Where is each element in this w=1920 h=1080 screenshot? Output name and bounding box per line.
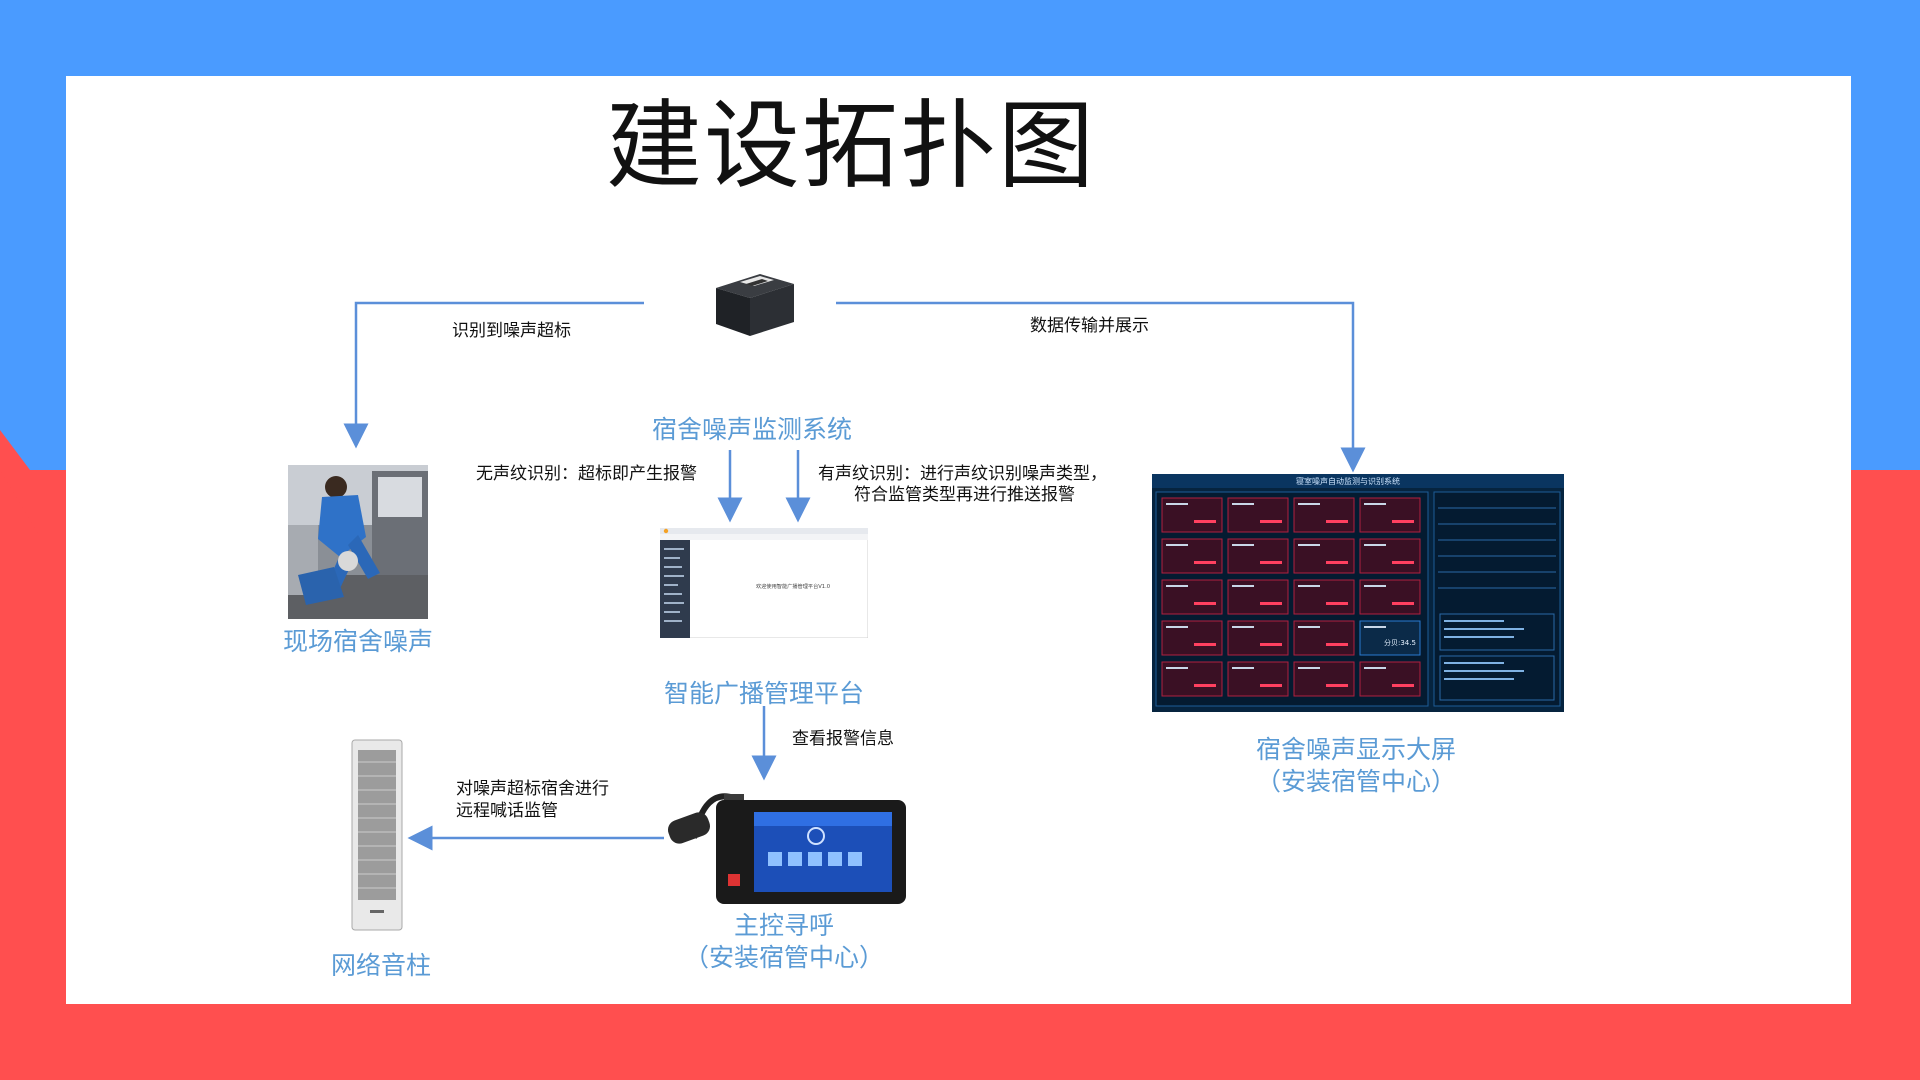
dashboard-room-tile-label <box>1166 503 1188 505</box>
dashboard-room-tile-label <box>1166 585 1188 587</box>
slide-title: 建设拓扑图 <box>606 90 1096 202</box>
node-paging-name-line1: 主控寻呼 <box>733 911 834 940</box>
dashboard-room-tile-label <box>1232 585 1254 587</box>
dashboard-room-tile-label <box>1232 503 1254 505</box>
node-onsite-name: 现场宿舍噪声 <box>282 627 433 656</box>
dashboard-room-tile-label <box>1364 503 1386 505</box>
dashboard-room-tile-label <box>1232 626 1254 628</box>
dashboard-room-tile-value <box>1194 561 1216 564</box>
dashboard-room-tile-value <box>1260 520 1282 523</box>
node-display-name-line2: （安装宿管中心） <box>1255 767 1456 796</box>
column-speaker-icon <box>351 739 403 931</box>
label-no-voiceprint: 无声纹识别：超标即产生报警 <box>476 464 697 484</box>
label-to-display: 数据传输并展示 <box>1030 316 1149 336</box>
dashboard-room-tile-value <box>1260 602 1282 605</box>
node-display-name-line1: 宿舍噪声显示大屏 <box>1255 735 1456 764</box>
node-paging-name-line2: （安装宿管中心） <box>683 943 884 972</box>
label-to-onsite: 识别到噪声超标 <box>452 321 571 341</box>
dashboard-room-tile-label <box>1232 544 1254 546</box>
display-screen-title: 寝室噪声自动监测与识别系统 <box>1296 476 1400 486</box>
dashboard-room-tile-value <box>1194 643 1216 646</box>
dashboard-room-tile-value <box>1194 684 1216 687</box>
dashboard-room-tile-value <box>1392 602 1414 605</box>
dashboard-room-tile-value <box>1392 684 1414 687</box>
photo-of-dorm-noise-icon <box>288 465 428 619</box>
label-view-alarm: 查看报警信息 <box>792 729 894 749</box>
node-monitor-name: 宿舍噪声监测系统 <box>651 415 852 444</box>
label-remote-line2: 远程喊话监管 <box>456 801 558 821</box>
connector-lines <box>343 301 1366 851</box>
dashboard-room-tile-label <box>1364 626 1386 628</box>
label-voiceprint-line2: 符合监管类型再进行推送报警 <box>854 485 1075 505</box>
dashboard-room-tile-value <box>1194 520 1216 523</box>
dashboard-room-tile-label <box>1166 626 1188 628</box>
browser-screenshot-icon: 欢迎使用智能广播管理平台V1.0 <box>660 528 868 638</box>
paging-console-icon <box>667 793 906 904</box>
dashboard-room-tile-label <box>1364 585 1386 587</box>
dashboard-room-tile-label <box>1298 667 1320 669</box>
dashboard-room-tile <box>1359 497 1421 533</box>
dashboard-room-tile-label <box>1298 585 1320 587</box>
dashboard-room-tile-value <box>1326 643 1348 646</box>
dashboard-room-tile-value <box>1260 643 1282 646</box>
dashboard-room-tile-value <box>1326 561 1348 564</box>
dashboard-screenshot-icon: 寝室噪声自动监测与识别系统 分贝:34.5 <box>1152 474 1564 712</box>
dashboard-big-reading: 分贝:34.5 <box>1384 638 1416 647</box>
slide-canvas: 建设拓扑图 识别到噪声超标 数据传输并展示 无声纹识别：超标即产生报警 有声纹识… <box>66 76 1851 1004</box>
dashboard-room-tile-label <box>1364 544 1386 546</box>
platform-screen-text: 欢迎使用智能广播管理平台V1.0 <box>756 582 830 590</box>
dashboard-room-tile-value <box>1326 602 1348 605</box>
dashboard-room-tile-label <box>1364 667 1386 669</box>
dashboard-room-tile-value <box>1326 520 1348 523</box>
dashboard-room-tile-label <box>1166 667 1188 669</box>
dashboard-room-tile-value <box>1260 684 1282 687</box>
node-speaker-name: 网络音柱 <box>330 951 431 980</box>
dashboard-room-tile-value <box>1260 561 1282 564</box>
dashboard-room-tile-value <box>1194 602 1216 605</box>
dashboard-room-tile-value <box>1392 561 1414 564</box>
label-voiceprint-line1: 有声纹识别：进行声纹识别噪声类型， <box>818 464 1107 484</box>
dashboard-room-tile-label <box>1166 544 1188 546</box>
node-platform-name: 智能广播管理平台 <box>663 679 864 708</box>
edge-monitor-to-onsite <box>343 301 644 449</box>
dashboard-room-tile-label <box>1298 503 1320 505</box>
dashboard-room-tile-label <box>1232 667 1254 669</box>
edge-monitor-to-display <box>836 301 1366 473</box>
sensor-box-icon <box>716 274 794 336</box>
dashboard-room-tile-label <box>1298 544 1320 546</box>
label-remote-line1: 对噪声超标宿舍进行 <box>456 779 609 799</box>
dashboard-room-tile-value <box>1392 520 1414 523</box>
dashboard-room-tile-label <box>1298 626 1320 628</box>
dashboard-room-tile-value <box>1326 684 1348 687</box>
